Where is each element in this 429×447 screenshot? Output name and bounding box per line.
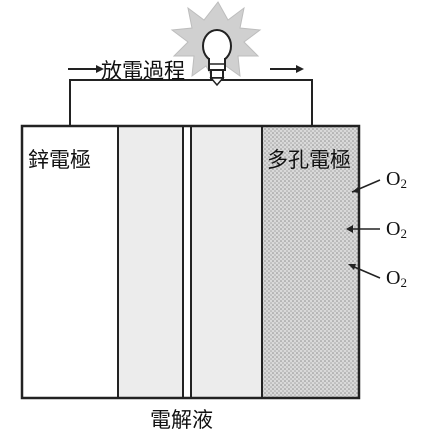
separator (182, 125, 192, 399)
oxygen-label-3: O2 (386, 267, 407, 290)
light-bulb-icon (170, 1, 262, 87)
oxygen-arrow-1 (351, 179, 381, 193)
external-circuit-wire (69, 79, 313, 126)
oxygen-label-1: O2 (386, 168, 407, 191)
electrolyte-right-region (190, 125, 263, 399)
electrolyte-left-region (117, 125, 184, 399)
discharge-process-label: 放電過程 (101, 59, 185, 83)
electrolyte-label: 電解液 (150, 408, 213, 432)
porous-electrode-label: 多孔電極 (267, 148, 351, 172)
cell-outline (20, 124, 361, 400)
zinc-electrode-label: 鋅電極 (28, 148, 91, 172)
porous-electrode (261, 125, 360, 399)
electron-flow-arrow-right (270, 65, 304, 73)
oxygen-arrow-3 (348, 264, 381, 279)
oxygen-label-2: O2 (386, 218, 407, 241)
oxygen-arrow-2 (346, 225, 380, 233)
electron-flow-arrow-left (68, 65, 104, 73)
